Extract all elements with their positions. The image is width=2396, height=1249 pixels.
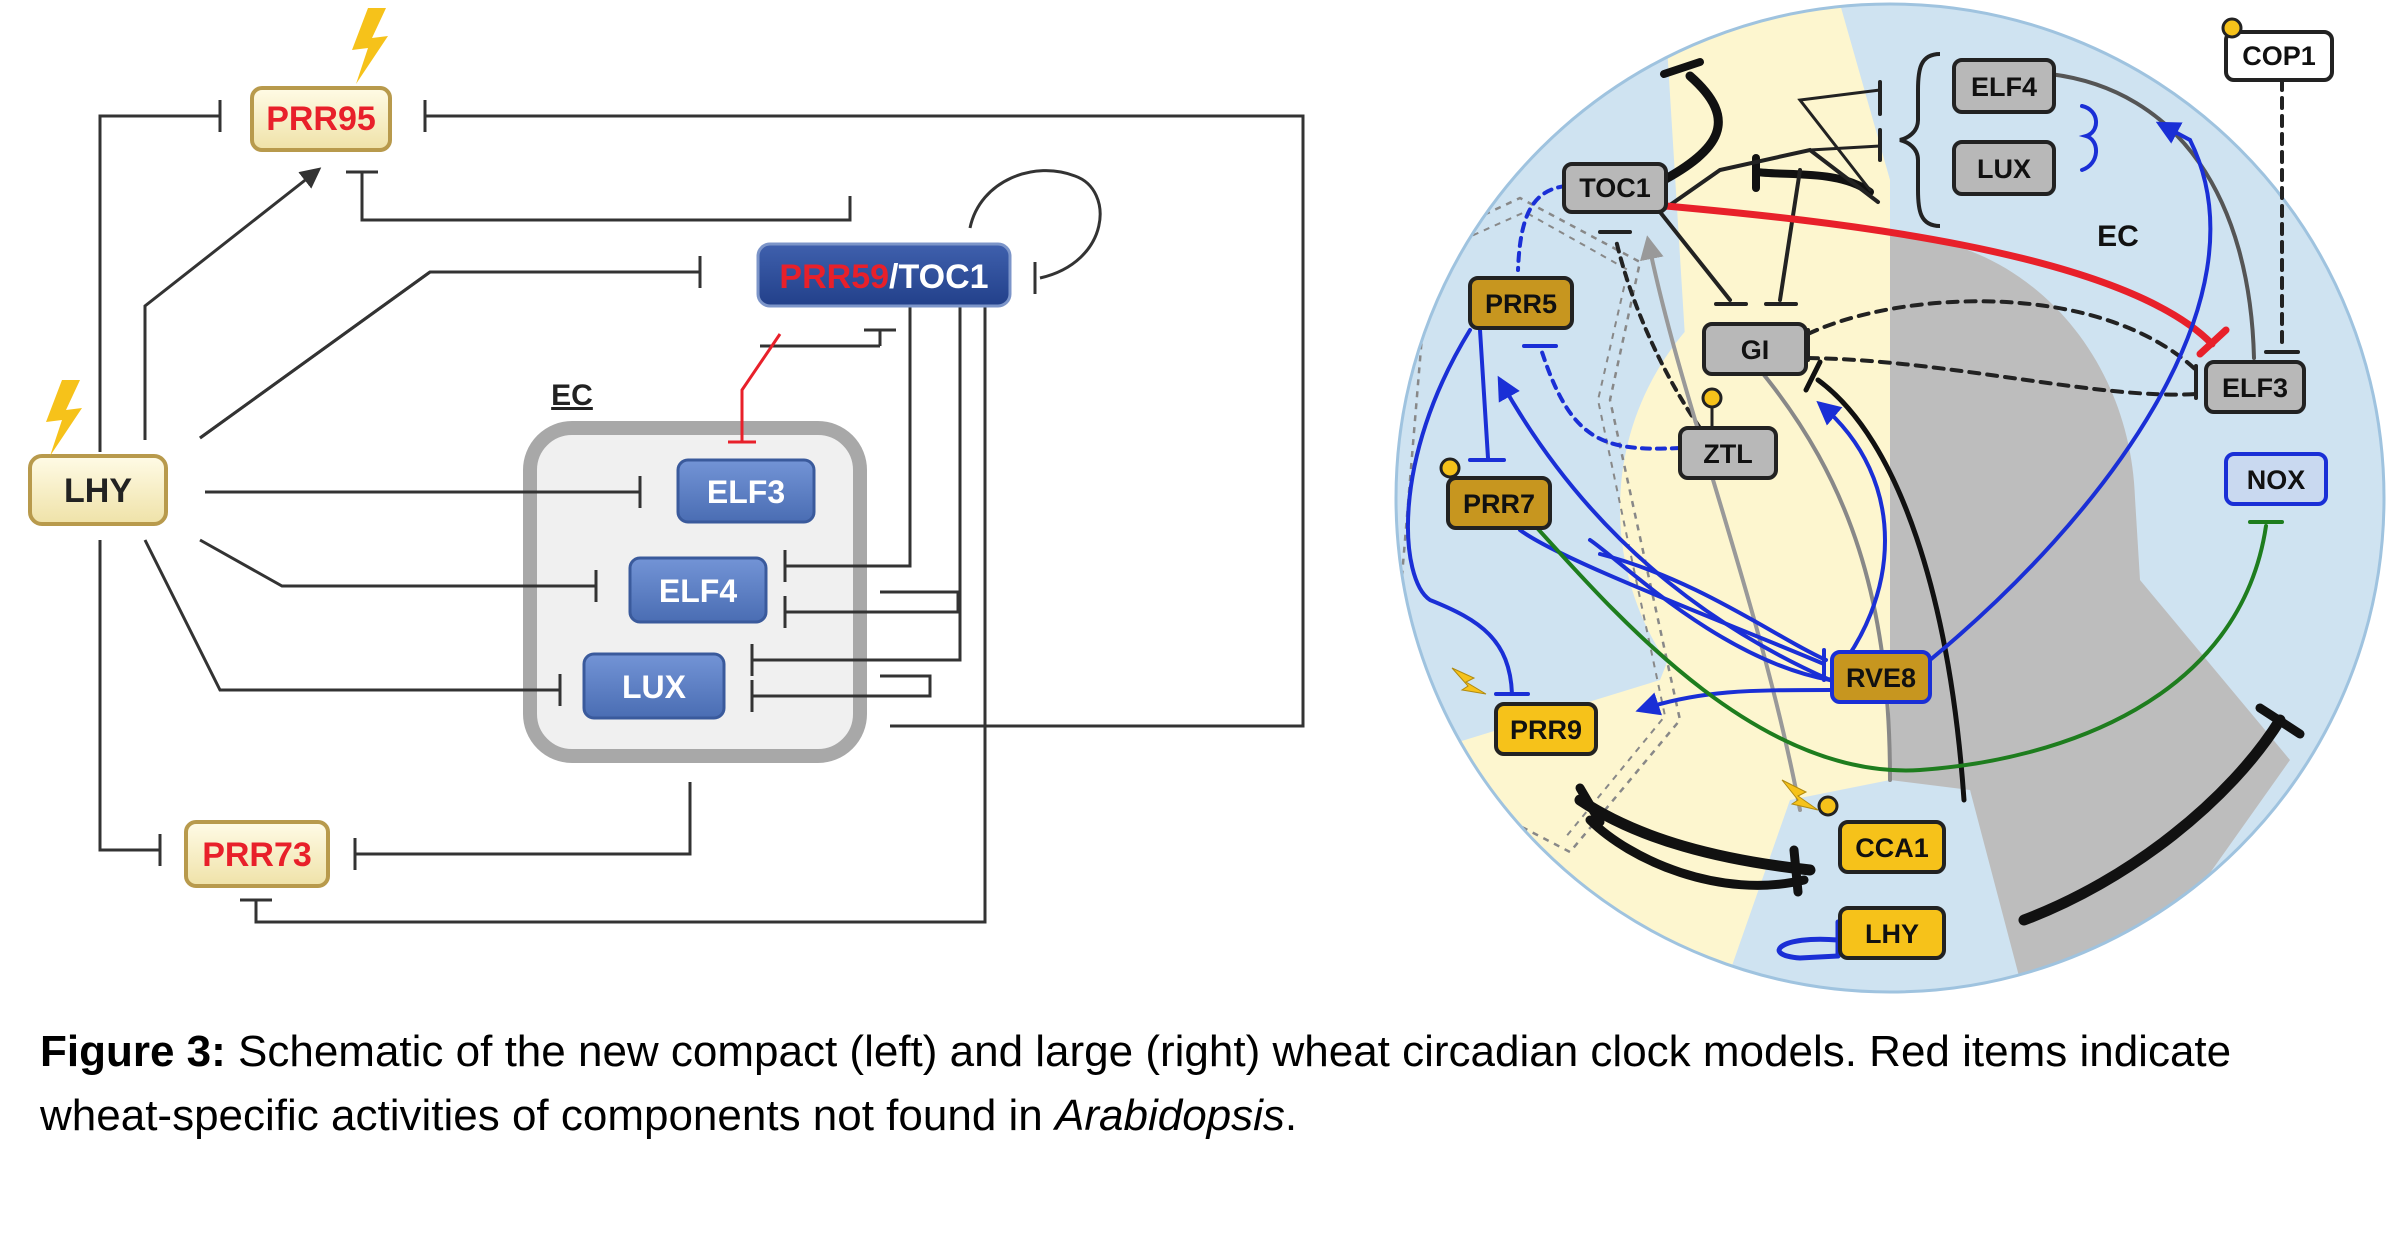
node-gi: GI	[1702, 322, 1808, 376]
node-prr9: PRR9	[1451, 667, 1598, 756]
node-rve8-label: RVE8	[1846, 663, 1916, 693]
lightning-icon	[1781, 779, 1819, 811]
node-prr9-label: PRR9	[1510, 715, 1582, 745]
node-prr5-label: PRR5	[1485, 289, 1557, 319]
node-prr73-label: PRR73	[202, 836, 312, 874]
node-prr95-label: PRR95	[266, 100, 376, 138]
red-repression-edge	[728, 333, 782, 444]
node-lhy-right-label: LHY	[1865, 919, 1919, 949]
node-gi-label: GI	[1741, 335, 1770, 365]
circle-marker-icon	[2221, 17, 2243, 39]
node-elf3-right: ELF3	[2204, 360, 2306, 414]
caption-italic: Arabidopsis	[1055, 1091, 1285, 1140]
node-prr59-label: PRR59	[779, 258, 889, 296]
node-elf3-right-label: ELF3	[2222, 373, 2288, 403]
circle-marker-icon	[1701, 387, 1723, 409]
node-lhy: LHY	[28, 380, 168, 526]
lightning-icon	[1451, 667, 1487, 695]
node-cca1: CCA1	[1781, 779, 1946, 874]
brace-icon	[1899, 52, 1941, 228]
figure-caption: Figure 3: Schematic of the new compact (…	[40, 1020, 2340, 1148]
node-prr73: PRR73	[184, 820, 330, 888]
node-ztl: ZTL	[1678, 387, 1778, 480]
node-prr59-toc1: PRR59/TOC1	[756, 242, 1012, 308]
node-slash: /	[889, 258, 899, 296]
node-prr7-label: PRR7	[1463, 489, 1535, 519]
node-toc1-right: TOC1	[1562, 162, 1668, 214]
node-prr95: PRR95	[250, 8, 392, 152]
node-lux-label: LUX	[622, 669, 687, 705]
node-nox-label: NOX	[2247, 465, 2306, 495]
svg-text:PRR59/TOC1: PRR59/TOC1	[779, 258, 988, 296]
node-lux-right-label: LUX	[1977, 154, 2031, 184]
node-elf4-right-label: ELF4	[1971, 72, 2037, 102]
circle-marker-icon	[1817, 795, 1839, 817]
lightning-icon	[46, 380, 82, 456]
caption-label: Figure 3:	[40, 1027, 226, 1076]
node-cop1-label: COP1	[2242, 41, 2316, 71]
node-lhy-label: LHY	[64, 472, 132, 510]
node-lux-right: LUX	[1952, 140, 2056, 196]
node-cca1-label: CCA1	[1855, 833, 1929, 863]
ec-label-right: EC	[2097, 220, 2139, 253]
node-lhy-right: LHY	[1838, 906, 1946, 960]
node-elf3-label: ELF3	[707, 474, 785, 510]
node-elf4: ELF4	[628, 556, 768, 624]
night-sector	[1890, 236, 2290, 992]
node-elf3: ELF3	[676, 458, 816, 524]
node-toc1-right-label: TOC1	[1579, 173, 1651, 203]
node-toc1-label: TOC1	[898, 258, 988, 296]
node-prr5: PRR5	[1468, 276, 1574, 330]
node-ztl-label: ZTL	[1703, 439, 1752, 469]
right-nodes: TOC1 ELF4 LUX COP1 EC PRR5 GI	[1439, 17, 2334, 960]
node-elf4-label: ELF4	[659, 573, 737, 609]
node-elf4-right: ELF4	[1952, 58, 2056, 114]
node-lux: LUX	[582, 652, 726, 720]
ec-label-left: EC	[551, 379, 593, 412]
node-prr7: PRR7	[1439, 457, 1552, 530]
node-cop1: COP1	[2221, 17, 2334, 82]
circle-marker-icon	[1439, 457, 1461, 479]
left-nodes: PRR95 PRR59/TOC1 LHY PRR73 EC ELF3	[28, 8, 1012, 888]
right-large-model: TOC1 ELF4 LUX COP1 EC PRR5 GI	[1394, 2, 2386, 994]
caption-end: .	[1284, 1091, 1298, 1140]
node-rve8: RVE8	[1830, 650, 1932, 704]
caption-text: Schematic of the new compact (left) and …	[40, 1027, 2232, 1140]
lightning-icon	[352, 8, 388, 84]
node-nox: NOX	[2224, 452, 2328, 506]
